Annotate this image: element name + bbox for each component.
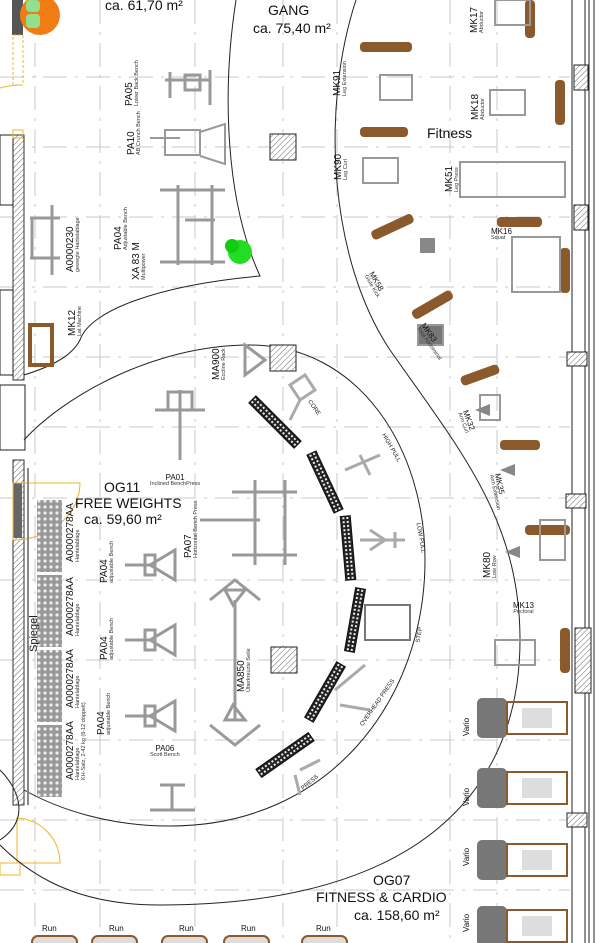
run-label-1: Run xyxy=(42,924,57,933)
og07-id: OG07 xyxy=(373,872,411,888)
left-wall xyxy=(0,0,26,806)
og11-name: FREE WEIGHTS xyxy=(75,495,182,511)
treadmills xyxy=(31,935,348,943)
top-left-area: ca. 61,70 m² xyxy=(105,0,183,13)
og11-id: OG11 xyxy=(104,479,141,495)
og07-area: ca. 158,60 m² xyxy=(354,907,440,923)
adjustable-benches xyxy=(125,547,177,734)
vario-label-4: Vario xyxy=(462,913,471,932)
run-label-3: Run xyxy=(179,924,194,933)
vario-label-3: Vario xyxy=(462,847,471,866)
vario-machines xyxy=(477,698,568,943)
fitness-label: Fitness xyxy=(427,125,473,141)
og11-area: ca. 59,60 m² xyxy=(84,511,162,527)
plant-icon xyxy=(225,239,252,264)
orange-seat-object xyxy=(20,0,60,35)
right-wall xyxy=(565,0,595,943)
free-weight-equipment xyxy=(28,70,297,812)
pillars xyxy=(269,133,298,674)
og07-name: FITNESS & CARDIO xyxy=(316,889,447,905)
vario-label-1: Vario xyxy=(462,717,471,736)
dumbbell-racks xyxy=(27,468,62,805)
circuit-station-pads xyxy=(248,395,367,779)
strength-machines xyxy=(360,0,570,673)
vario-label-2: Vario xyxy=(462,787,471,806)
run-label-2: Run xyxy=(109,924,124,933)
gang-name: GANG xyxy=(268,2,310,18)
gang-area: ca. 75,40 m² xyxy=(253,20,331,36)
run-label-5: Run xyxy=(316,924,331,933)
mirror-label: Spiegel xyxy=(28,615,40,652)
run-label-4: Run xyxy=(241,924,256,933)
circuit-station-machines xyxy=(287,372,411,796)
